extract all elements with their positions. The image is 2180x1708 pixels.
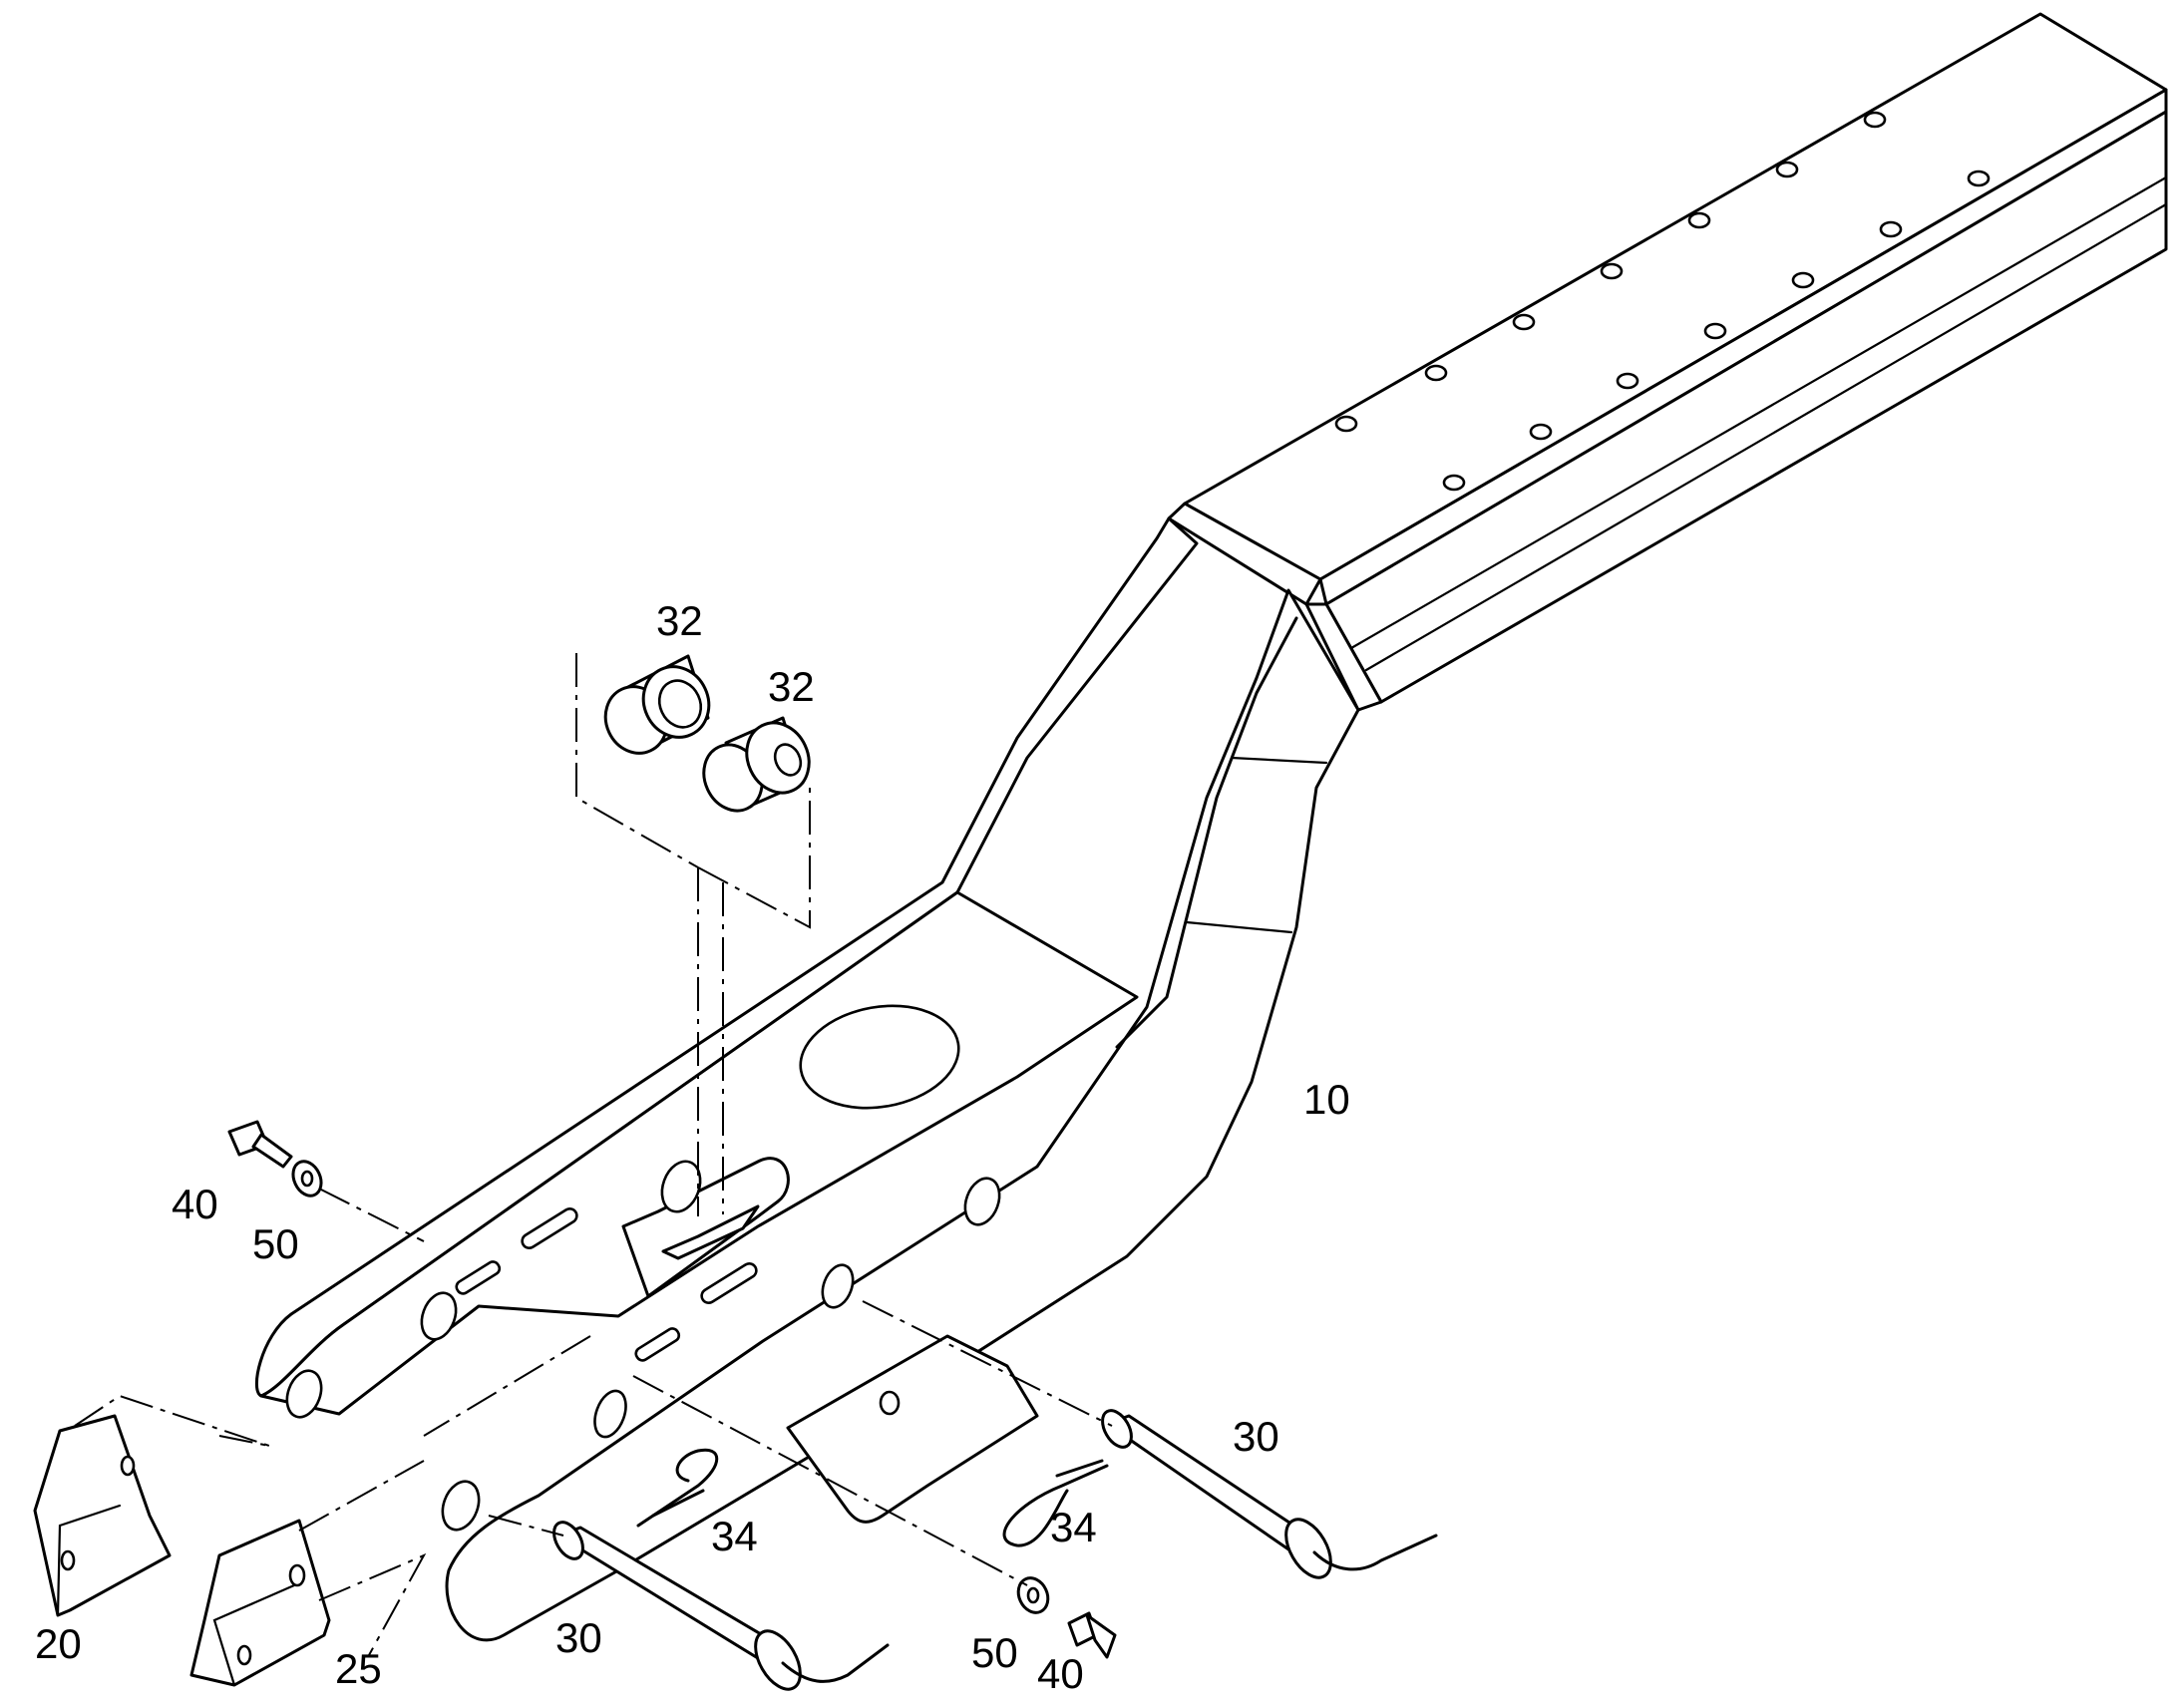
label-washer-left: 50 xyxy=(252,1220,299,1267)
main-beam xyxy=(1167,12,2168,712)
label-pin-right: 30 xyxy=(1233,1413,1279,1460)
beam-holes xyxy=(1334,111,1991,492)
label-bracket-right: 25 xyxy=(335,1645,382,1692)
label-bracket-left: 20 xyxy=(35,1620,82,1667)
assembly-lines xyxy=(74,653,1113,1656)
bolt-right xyxy=(1067,1611,1117,1659)
label-pin-left: 30 xyxy=(555,1614,602,1661)
part-labels: 10 20 25 30 30 32 32 34 34 40 40 50 50 xyxy=(35,597,1350,1697)
bushing-right xyxy=(702,716,811,813)
clip-right xyxy=(1002,1459,1109,1547)
label-clip-left: 34 xyxy=(711,1513,758,1559)
bracket-right xyxy=(189,1519,331,1687)
pin-right xyxy=(1101,1409,1438,1579)
label-bolt-right: 40 xyxy=(1037,1650,1084,1697)
label-bolt-left: 40 xyxy=(172,1181,218,1227)
label-bushing-left: 32 xyxy=(656,597,703,644)
bracket-left xyxy=(33,1414,172,1617)
washer-right xyxy=(1016,1576,1050,1614)
label-clip-right: 34 xyxy=(1050,1504,1097,1550)
bolt-left xyxy=(227,1120,293,1169)
bushing-left xyxy=(603,654,711,755)
label-washer-right: 50 xyxy=(971,1629,1018,1676)
pin-left xyxy=(552,1521,890,1691)
washer-left xyxy=(291,1160,323,1197)
clip-left xyxy=(636,1448,719,1528)
label-bushing-right: 32 xyxy=(768,663,815,710)
label-frame: 10 xyxy=(1303,1076,1350,1123)
